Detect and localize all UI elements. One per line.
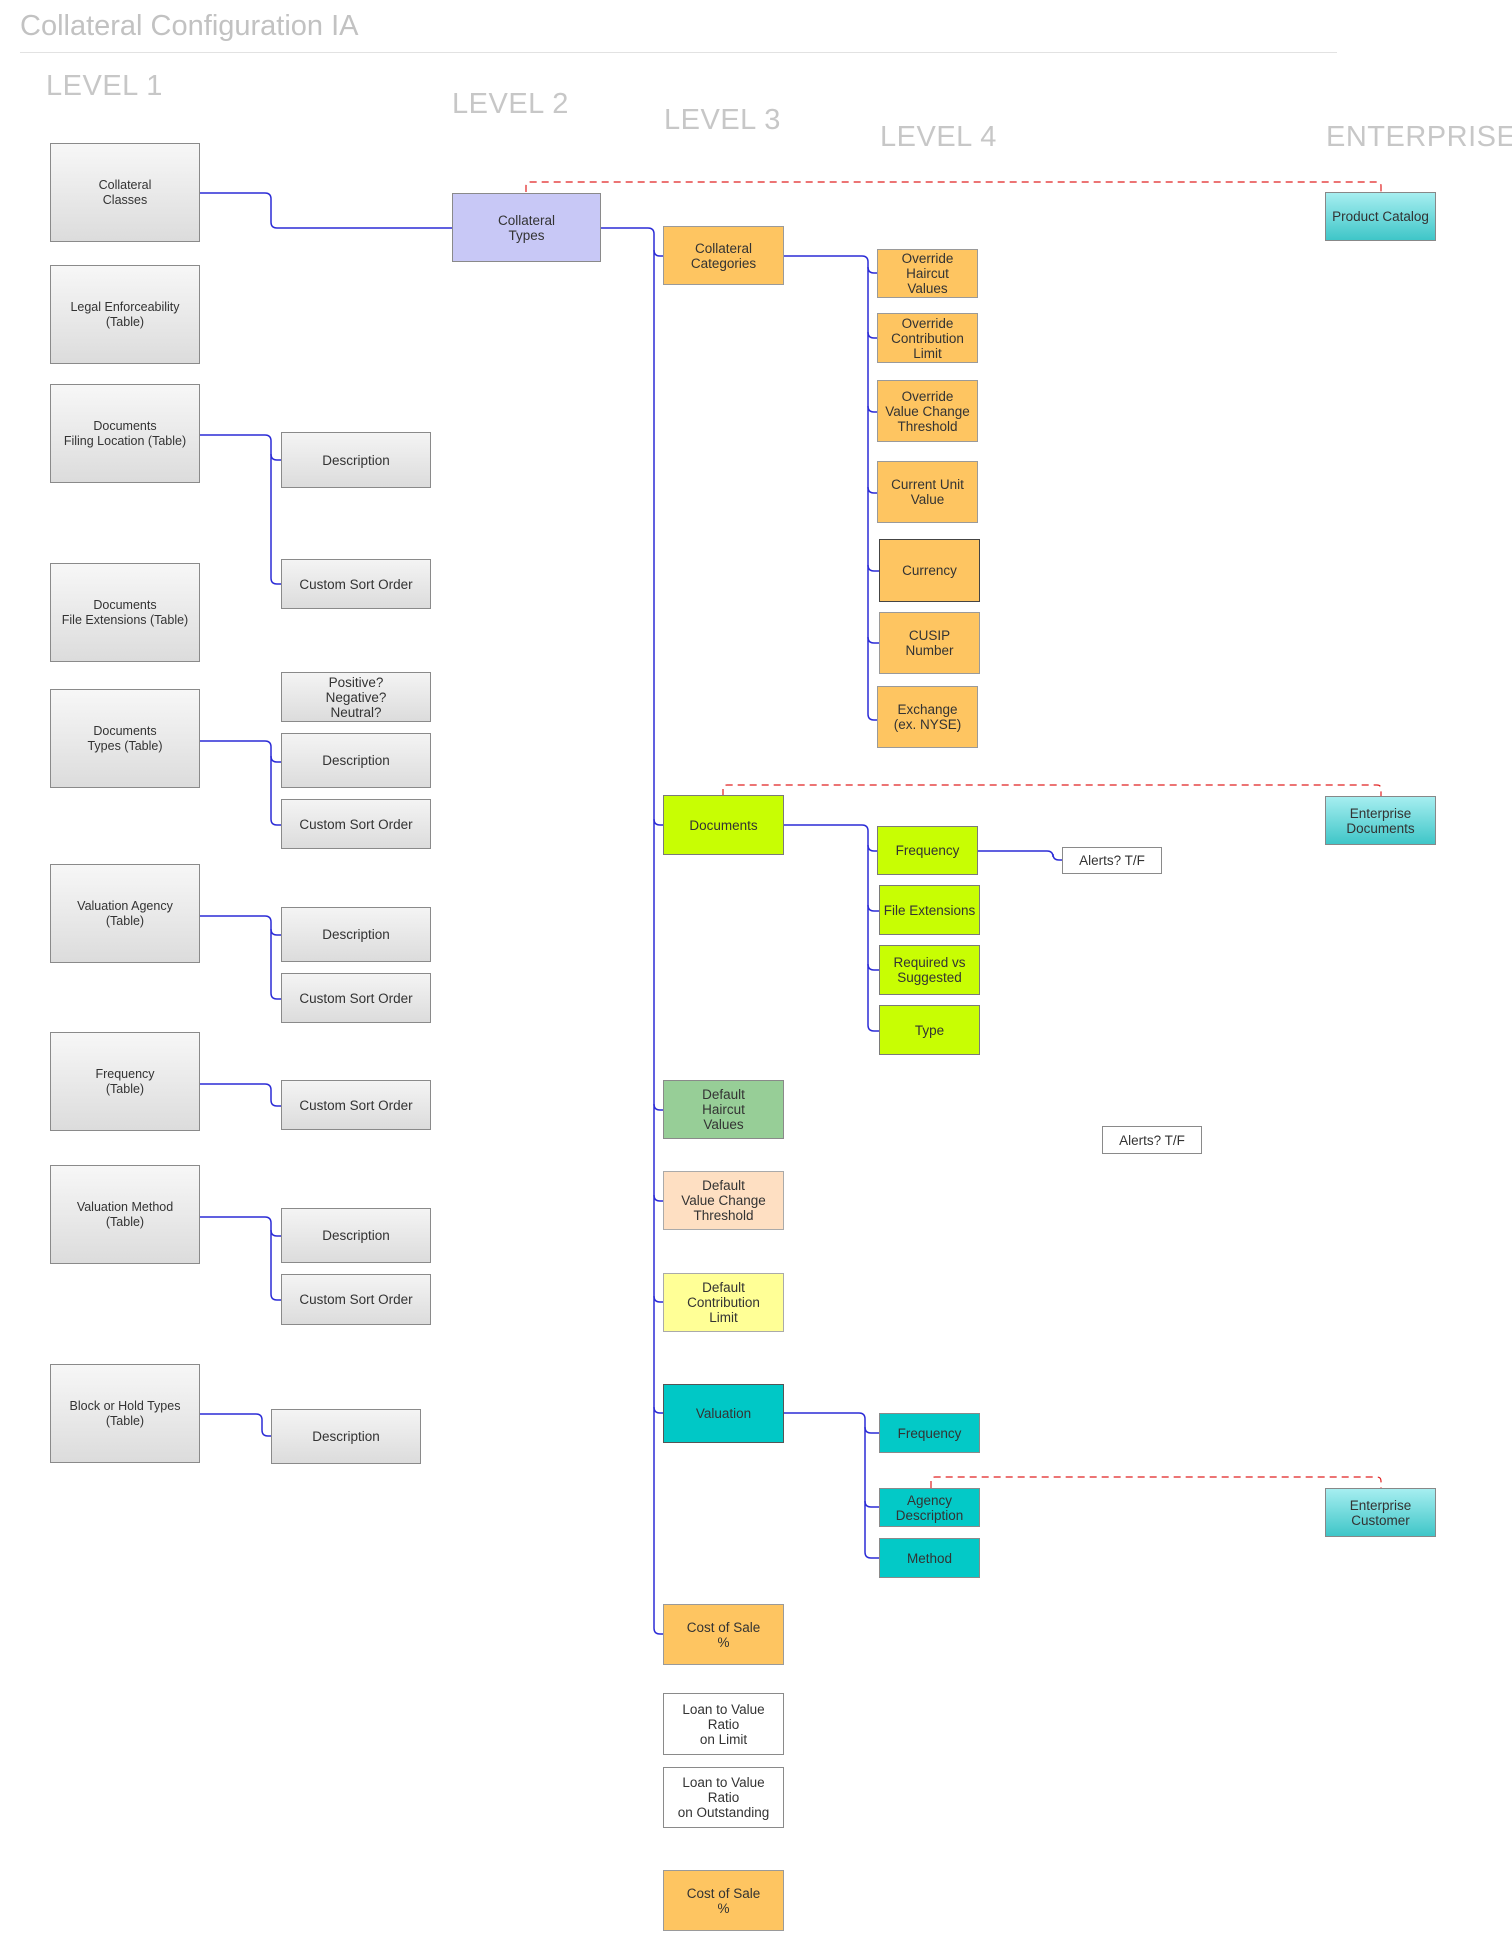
level-1-header: LEVEL 1	[46, 70, 163, 102]
node-frequency-custom-sort-order[interactable]: Custom Sort Order	[281, 1080, 431, 1130]
title-divider	[20, 52, 1337, 53]
node-ltv-ratio-on-limit[interactable]: Loan to Value Ratio on Limit	[663, 1693, 784, 1755]
node-valuation-agency[interactable]: Valuation Agency (Table)	[50, 864, 200, 963]
dashed-connectors	[525, 181, 1382, 1488]
node-ltv-ratio-on-outstanding[interactable]: Loan to Value Ratio on Outstanding	[663, 1767, 784, 1828]
level-3-header: LEVEL 3	[664, 104, 781, 136]
node-doc-file-extensions[interactable]: File Extensions	[879, 885, 980, 935]
node-cost-of-sale[interactable]: Cost of Sale %	[663, 1604, 784, 1665]
node-documents-types[interactable]: Documents Types (Table)	[50, 689, 200, 788]
node-method-custom-sort-order[interactable]: Custom Sort Order	[281, 1274, 431, 1325]
node-current-unit-value[interactable]: Current Unit Value	[877, 461, 978, 523]
level-2-header: LEVEL 2	[452, 88, 569, 120]
enterprise-header: ENTERPRISE	[1326, 121, 1512, 153]
node-valuation[interactable]: Valuation	[663, 1384, 784, 1443]
node-enterprise-customer[interactable]: Enterprise Customer	[1325, 1488, 1436, 1537]
node-collateral-categories[interactable]: Collateral Categories	[663, 226, 784, 285]
node-types-description[interactable]: Description	[281, 733, 431, 788]
node-method-description[interactable]: Description	[281, 1208, 431, 1263]
node-agency-description-l4[interactable]: Agency Description	[879, 1488, 980, 1527]
node-valuation-frequency[interactable]: Frequency	[879, 1413, 980, 1453]
node-types-custom-sort-order[interactable]: Custom Sort Order	[281, 799, 431, 849]
node-doc-type[interactable]: Type	[879, 1005, 980, 1055]
node-override-value-change-threshold[interactable]: Override Value Change Threshold	[877, 380, 978, 442]
node-legal-enforceability[interactable]: Legal Enforceability (Table)	[50, 265, 200, 364]
node-doc-frequency[interactable]: Frequency	[877, 826, 978, 875]
node-required-vs-suggested[interactable]: Required vs Suggested	[879, 945, 980, 995]
node-default-value-change-threshold[interactable]: Default Value Change Threshold	[663, 1171, 784, 1230]
node-filing-description[interactable]: Description	[281, 432, 431, 488]
level-4-header: LEVEL 4	[880, 121, 997, 153]
node-block-description[interactable]: Description	[271, 1409, 421, 1464]
node-cost-of-sale-2[interactable]: Cost of Sale %	[663, 1870, 784, 1931]
node-product-catalog[interactable]: Product Catalog	[1325, 192, 1436, 241]
node-valuation-method[interactable]: Valuation Method (Table)	[50, 1165, 200, 1264]
node-block-or-hold-types[interactable]: Block or Hold Types (Table)	[50, 1364, 200, 1463]
node-frequency-table[interactable]: Frequency (Table)	[50, 1032, 200, 1131]
node-agency-description[interactable]: Description	[281, 907, 431, 962]
node-override-haircut-values[interactable]: Override Haircut Values	[877, 249, 978, 298]
page-title: Collateral Configuration IA	[20, 10, 359, 42]
node-documents-file-extensions[interactable]: Documents File Extensions (Table)	[50, 563, 200, 662]
node-alerts-tf[interactable]: Alerts? T/F	[1062, 847, 1162, 874]
solid-connectors	[200, 192, 1062, 1635]
node-types-positive-negative-neutral[interactable]: Positive? Negative? Neutral?	[281, 672, 431, 722]
node-collateral-classes[interactable]: Collateral Classes	[50, 143, 200, 242]
node-agency-custom-sort-order[interactable]: Custom Sort Order	[281, 973, 431, 1023]
node-filing-custom-sort-order[interactable]: Custom Sort Order	[281, 559, 431, 609]
node-documents[interactable]: Documents	[663, 795, 784, 855]
node-method-l4[interactable]: Method	[879, 1538, 980, 1578]
node-default-contribution-limit[interactable]: Default Contribution Limit	[663, 1273, 784, 1332]
node-cusip-number[interactable]: CUSIP Number	[879, 612, 980, 674]
node-documents-filing-location[interactable]: Documents Filing Location (Table)	[50, 384, 200, 483]
node-exchange[interactable]: Exchange (ex. NYSE)	[877, 686, 978, 748]
node-alerts-tf-2[interactable]: Alerts? T/F	[1102, 1126, 1202, 1154]
node-currency[interactable]: Currency	[879, 539, 980, 602]
node-enterprise-documents[interactable]: Enterprise Documents	[1325, 796, 1436, 845]
node-default-haircut-values[interactable]: Default Haircut Values	[663, 1080, 784, 1139]
node-collateral-types[interactable]: Collateral Types	[452, 193, 601, 262]
node-override-contribution-limit[interactable]: Override Contribution Limit	[877, 313, 978, 363]
